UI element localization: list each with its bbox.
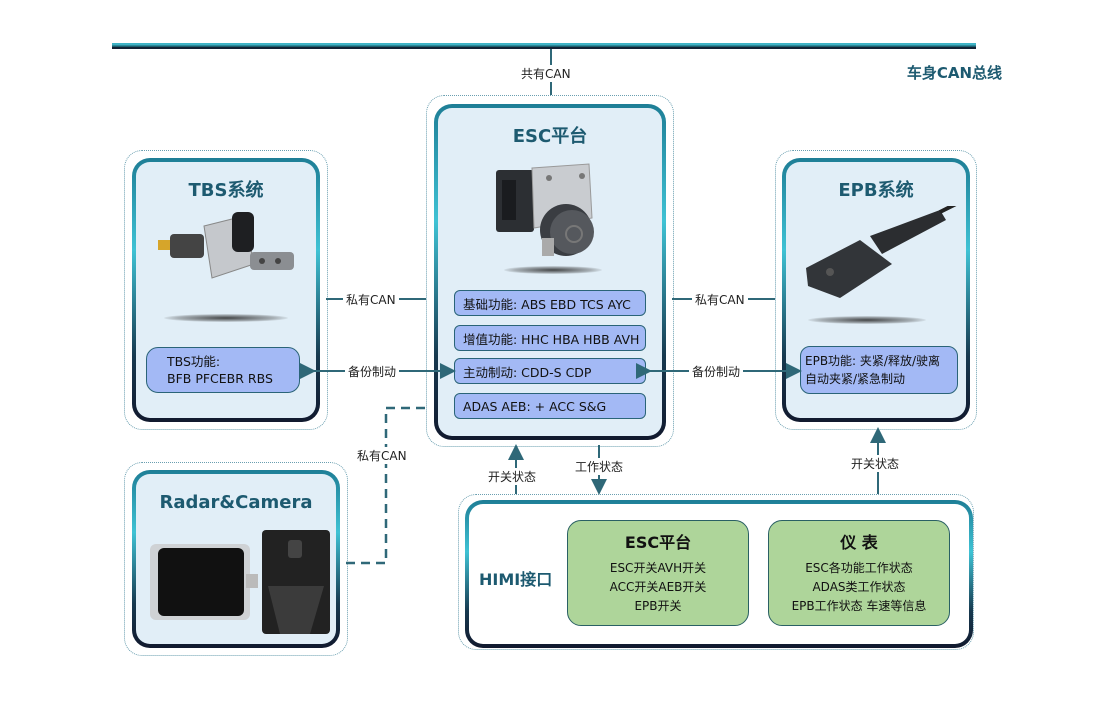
epb-shadow xyxy=(808,316,926,324)
tbs-title: TBS系统 xyxy=(188,180,264,201)
himi-esc-line-3: EPB开关 xyxy=(634,599,682,613)
himi-to-esc-label: 开关状态 xyxy=(485,468,540,485)
himi-cluster-box: 仪 表 ESC各功能工作状态 ADAS类工作状态 EPB工作状态 车速等信息 xyxy=(768,520,950,626)
himi-cluster-line-3: EPB工作状态 车速等信息 xyxy=(791,599,927,613)
himi-esc-line-2: ACC开关AEB开关 xyxy=(609,580,707,594)
tbs-booster-image xyxy=(158,212,294,279)
esc-title: ESC平台 xyxy=(512,126,588,147)
esc-epb-can-label: 私有CAN xyxy=(692,291,748,308)
esc-epb-backup-label: 备份制动 xyxy=(689,363,744,380)
himi-cluster-line-2: ADAS类工作状态 xyxy=(812,580,906,594)
shared-can-label: 共有CAN xyxy=(518,65,574,82)
tbs-shadow xyxy=(164,314,288,322)
radar-esc-can-label: 私有CAN xyxy=(354,447,410,464)
himi-esc-title: ESC平台 xyxy=(624,533,692,552)
esc-shadow xyxy=(504,266,602,274)
himi-cluster-line-1: ESC各功能工作状态 xyxy=(805,561,913,575)
tbs-esc-can-label: 私有CAN xyxy=(343,291,399,308)
esc-frame xyxy=(426,95,674,447)
body-can-bus-label: 车身CAN总线 xyxy=(906,64,1002,82)
tbs-esc-backup-label: 备份制动 xyxy=(345,363,400,380)
himi-esc-box: ESC平台 ESC开关AVH开关 ACC开关AEB开关 EPB开关 xyxy=(567,520,749,626)
himi-label: HIMI接口 xyxy=(479,570,553,589)
tbs-feature-line-1: TBS功能: xyxy=(167,354,221,369)
radar-title: Radar&Camera xyxy=(159,492,313,513)
himi-frame xyxy=(458,494,974,650)
himi-esc-line-1: ESC开关AVH开关 xyxy=(609,561,707,575)
tbs-feature-line-2: BFB PFCEBR RBS xyxy=(167,371,273,386)
esc-feature-value-added: 增值功能: HHC HBA HBB AVH xyxy=(454,325,646,351)
radar-panel: Radar&Camera xyxy=(132,470,340,648)
epb-feature-box: EPB功能: 夹紧/释放/驶离 自动夹紧/紧急制动 xyxy=(800,346,958,394)
esc-to-himi-label: 工作状态 xyxy=(572,458,627,475)
radar-esc-can-line xyxy=(346,406,426,565)
radar-frame xyxy=(124,462,348,656)
radar-camera-image xyxy=(150,530,330,634)
esc-feature-basic: 基础功能: ABS EBD TCS AYC xyxy=(454,290,646,316)
epb-feature-line-1: EPB功能: 夹紧/释放/驶离 xyxy=(805,354,940,368)
epb-feature-line-2: 自动夹紧/紧急制动 xyxy=(805,372,906,386)
himi-cluster-title: 仪 表 xyxy=(840,533,878,552)
body-can-bus-line xyxy=(112,43,976,49)
epb-actuator-image xyxy=(806,206,957,298)
himi-to-epb-label: 开关状态 xyxy=(848,455,903,472)
tbs-frame xyxy=(124,150,328,430)
tbs-feature-box: TBS功能: BFB PFCEBR RBS xyxy=(146,347,300,393)
epb-title: EPB系统 xyxy=(838,180,914,201)
esc-module-image xyxy=(496,163,594,256)
esc-feature-adas: ADAS AEB: + ACC S&G xyxy=(454,393,646,419)
